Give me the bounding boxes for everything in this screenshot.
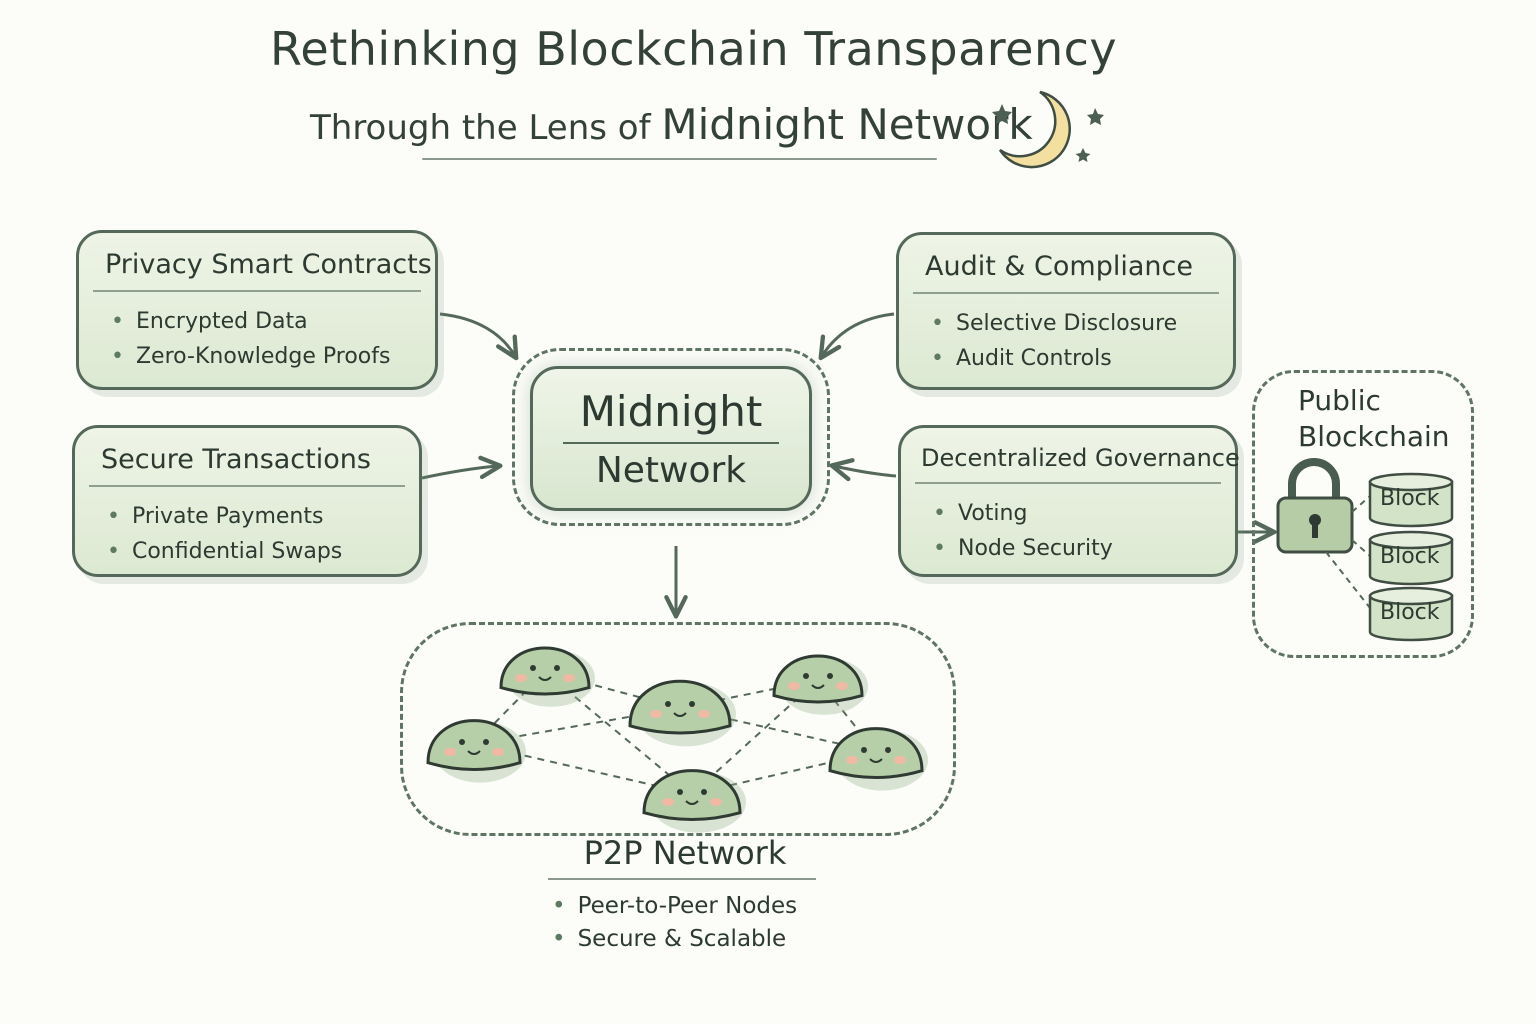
p2p-divider (548, 878, 816, 880)
list-item: Encrypted Data (111, 304, 435, 339)
decentralized-governance-box: Decentralized Governance Voting Node Sec… (898, 425, 1240, 577)
node-blob-icon (772, 654, 868, 715)
list-item: Voting (933, 496, 1235, 531)
block-label: Block (1380, 486, 1440, 511)
public-blockchain-frame (1252, 370, 1474, 658)
lock-block-links (1325, 495, 1371, 609)
diagram-title: Rethinking Blockchain Transparency (270, 22, 1118, 76)
secure-transactions-box: Secure Transactions Private Payments Con… (72, 425, 422, 577)
arrow-privacy-to-center (439, 312, 519, 361)
list-item: Peer-to-Peer Nodes (552, 890, 798, 923)
node-blob-icon (628, 679, 736, 747)
star-icon (992, 104, 1104, 162)
box-title: Decentralized Governance (921, 444, 1240, 472)
node-blob-icon (499, 646, 595, 707)
subtitle-prefix: Through the Lens of (310, 108, 651, 148)
p2p-nodes (426, 646, 928, 833)
box-divider (913, 292, 1219, 294)
lock-icon (1276, 458, 1354, 554)
arrow-governance-to-center (829, 458, 897, 482)
center-dashed-frame (512, 348, 830, 526)
arrow-secure-to-center (421, 455, 503, 480)
list-item: Private Payments (107, 499, 419, 534)
public-blockchain-title-line2: Blockchain (1298, 420, 1450, 453)
p2p-title: P2P Network (583, 834, 787, 872)
list-item: Node Security (933, 531, 1235, 566)
center-divider (563, 442, 779, 444)
list-item: Zero-Knowledge Proofs (111, 339, 435, 374)
block-label: Block (1380, 544, 1440, 569)
box-title: Secure Transactions (101, 444, 371, 475)
moon-icon (998, 90, 1071, 169)
box-title: Privacy Smart Contracts (105, 249, 432, 280)
audit-compliance-box: Audit & Compliance Selective Disclosure … (896, 232, 1236, 390)
node-blob-icon (642, 769, 746, 833)
block-cylinder-icon (1368, 530, 1454, 586)
block-label: Block (1380, 600, 1440, 625)
public-blockchain-title-line1: Public (1298, 384, 1381, 417)
box-divider (915, 482, 1221, 484)
box-divider (89, 485, 405, 487)
arrow-audit-to-center (818, 312, 895, 361)
center-title-line2: Network (595, 450, 747, 491)
block-cylinder-icon (1368, 472, 1454, 528)
list-item: Confidential Swaps (107, 534, 419, 569)
subtitle-emphasis: Midnight Network (661, 100, 1033, 149)
midnight-network-box: Midnight Network (530, 366, 812, 511)
privacy-smart-contracts-box: Privacy Smart Contracts Encrypted Data Z… (76, 230, 438, 390)
box-title: Audit & Compliance (925, 251, 1193, 282)
list-item: Secure & Scalable (552, 923, 797, 956)
box-divider (93, 290, 421, 292)
p2p-dashed-frame (400, 622, 956, 836)
subtitle-underline (422, 158, 937, 160)
node-blob-icon (426, 719, 526, 783)
public-blockchain-title: Public Blockchain (1298, 383, 1450, 455)
list-item: Audit Controls (931, 341, 1233, 376)
center-title-line1: Midnight (579, 387, 763, 436)
list-item: Selective Disclosure (931, 306, 1233, 341)
diagram-subtitle: Through the Lens of Midnight Network (310, 100, 1033, 149)
p2p-list: Peer-to-Peer Nodes Secure & Scalable (552, 890, 798, 956)
